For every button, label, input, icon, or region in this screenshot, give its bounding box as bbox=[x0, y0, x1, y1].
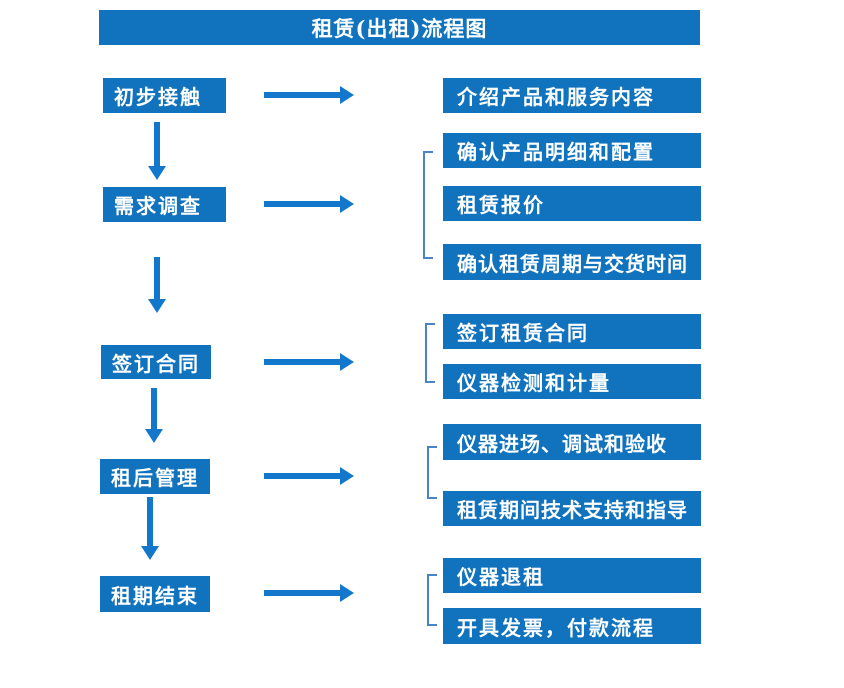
right-arrow-icon bbox=[264, 92, 340, 98]
flowchart-title: 租赁(出租)流程图 bbox=[99, 10, 700, 45]
step-box-rental-end: 租期结束 bbox=[100, 576, 210, 612]
step-box-initial-contact: 初步接触 bbox=[103, 78, 226, 113]
step-box-post-rental-management: 租后管理 bbox=[100, 459, 210, 494]
down-arrow-icon bbox=[154, 122, 160, 166]
detail-box-technical-support: 租赁期间技术支持和指导 bbox=[443, 491, 701, 526]
down-arrow-icon bbox=[147, 497, 153, 546]
detail-box-sign-rental-contract: 签订租赁合同 bbox=[443, 314, 701, 349]
detail-box-rental-quote: 租赁报价 bbox=[443, 186, 701, 221]
detail-box-confirm-rental-period: 确认租赁周期与交货时间 bbox=[443, 244, 701, 280]
bracket-connector bbox=[427, 446, 437, 499]
detail-box-confirm-product-details: 确认产品明细和配置 bbox=[443, 133, 701, 168]
down-arrow-icon bbox=[151, 388, 157, 429]
detail-box-instrument-entry-acceptance: 仪器进场、调试和验收 bbox=[443, 424, 701, 460]
bracket-connector bbox=[423, 151, 433, 259]
step-box-sign-contract: 签订合同 bbox=[101, 345, 211, 379]
right-arrow-icon bbox=[264, 590, 340, 596]
step-box-demand-survey: 需求调查 bbox=[103, 187, 226, 222]
detail-box-instrument-return: 仪器退租 bbox=[443, 558, 701, 593]
bracket-connector bbox=[425, 323, 435, 383]
detail-box-invoice-payment: 开具发票，付款流程 bbox=[443, 608, 701, 644]
bracket-connector bbox=[427, 574, 437, 626]
right-arrow-icon bbox=[264, 359, 340, 365]
right-arrow-icon bbox=[264, 201, 340, 207]
down-arrow-icon bbox=[154, 257, 160, 299]
right-arrow-icon bbox=[264, 473, 340, 479]
detail-box-introduce-products: 介绍产品和服务内容 bbox=[443, 78, 701, 113]
detail-box-instrument-testing: 仪器检测和计量 bbox=[443, 364, 701, 399]
